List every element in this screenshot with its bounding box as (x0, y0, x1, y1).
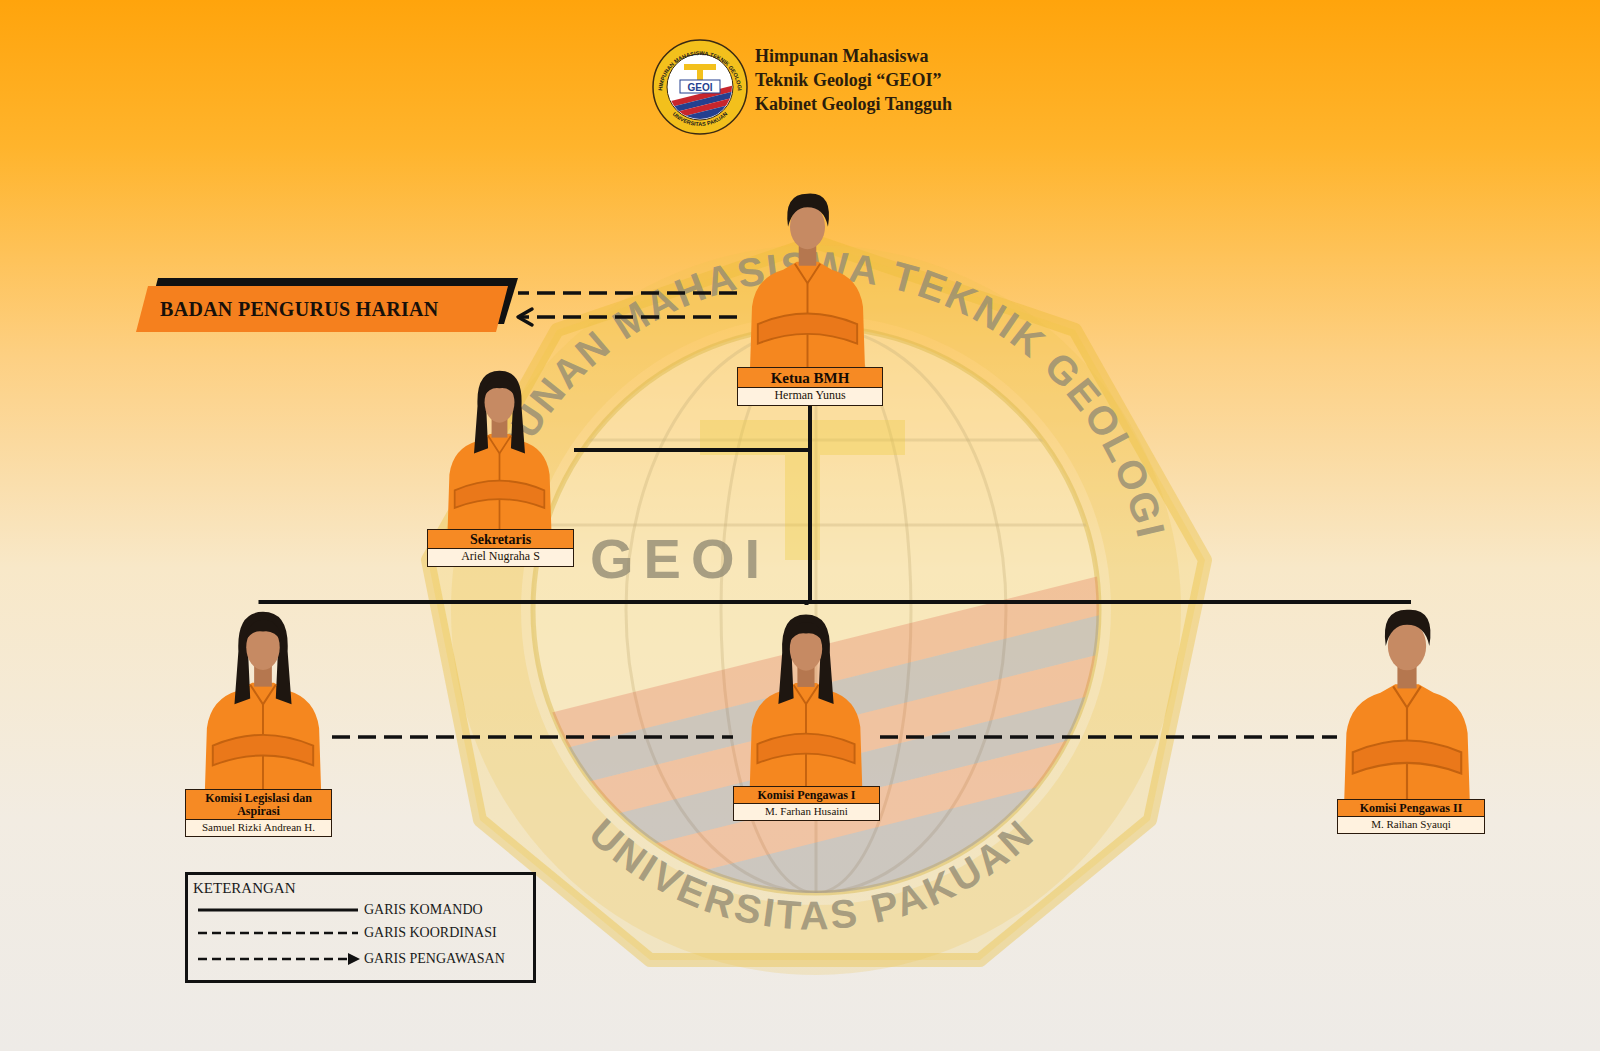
watermark-text: GEOI (590, 527, 770, 590)
logo-text: GEOI (687, 82, 712, 93)
member-name: M. Farhan Husaini (734, 803, 879, 820)
logo-ring (653, 40, 747, 134)
legend-row: GARIS KOORDINASI (194, 924, 529, 942)
photo-slot (1337, 602, 1485, 799)
member-box: Komisi Pengawas IIM. Raihan Syauqi (1337, 602, 1485, 834)
legend-line (198, 909, 358, 912)
legend-text: GARIS KOORDINASI (364, 924, 497, 942)
coordination-line (332, 737, 733, 738)
logo-hammer (684, 64, 716, 80)
watermark-text: UNIVERSITAS PAKUAN (581, 810, 1043, 937)
logo-stripes (659, 64, 743, 131)
legend-row: GARIS KOMANDO (194, 901, 529, 919)
coordination-line (880, 737, 1337, 738)
solid-connector (259, 406, 811, 602)
legend-text: GARIS KOMANDO (364, 901, 483, 919)
member-name: Herman Yunus (738, 387, 882, 405)
coordination-line (518, 293, 737, 294)
arrowhead (518, 309, 532, 325)
person-photo (750, 615, 862, 786)
watermark-text: UNIVERSITAS PAKUAN (581, 810, 1043, 937)
person-photo (750, 194, 865, 367)
role-title: Komisi Legislasi dan Aspirasi (186, 790, 331, 819)
member-box: Komisi Pengawas IM. Farhan Husaini (733, 605, 880, 821)
role-title: Komisi Pengawas II (1338, 800, 1484, 816)
header-logo: GEOI HIMPUNAN MAHASISWA TEKNIK GEOLOGI U… (653, 40, 747, 134)
header-text: Kabinet Geologi Tangguh (755, 94, 952, 115)
section-banner: BADAN PENGURUS HARIAN (136, 278, 518, 332)
logo-text: HIMPUNAN MAHASISWA TEKNIK GEOLOGI (657, 50, 743, 91)
member-box: SekretarisAriel Nugraha S (427, 362, 574, 567)
role-title: Sekretaris (428, 530, 573, 548)
dashed-connector (518, 315, 737, 319)
legend-sample (194, 901, 360, 919)
photo-slot (733, 605, 880, 786)
photo-slot (737, 182, 883, 367)
banner-title: BADAN PENGURUS HARIAN (136, 278, 439, 332)
member-name: Samuel Rizki Andrean H. (186, 819, 331, 836)
legend-text: GARIS PENGAWASAN (364, 950, 505, 968)
legend-row: GARIS PENGAWASAN (194, 950, 529, 968)
logo-text: UNIVERSITAS PAKUAN (672, 111, 729, 127)
photo-slot (427, 362, 574, 529)
coordination-line (518, 309, 737, 325)
legend-box: KETERANGAN GARIS KOMANDO GARIS KOORDINASI… (185, 872, 536, 983)
command-line (574, 406, 810, 450)
name-label: SekretarisAriel Nugraha S (427, 529, 574, 567)
command-line (259, 406, 811, 602)
header-text: Teknik Geologi “GEOI” (755, 70, 941, 91)
solid-connector (574, 406, 810, 450)
logo-text: UNIVERSITAS PAKUAN (672, 111, 729, 127)
stripe (663, 102, 743, 131)
name-label: Komisi Pengawas IIM. Raihan Syauqi (1337, 799, 1485, 834)
dashed-connector (880, 735, 1337, 739)
role-title: Ketua BMH (738, 368, 882, 387)
name-label: Komisi Legislasi dan AspirasiSamuel Rizk… (185, 789, 332, 837)
legend-arrowhead (348, 953, 360, 965)
watermark-stripes (463, 565, 1203, 977)
person-photo (205, 612, 321, 789)
legend-sample (194, 950, 360, 968)
dashed-connector (332, 735, 733, 739)
member-box: Komisi Legislasi dan AspirasiSamuel Rizk… (185, 602, 332, 837)
name-label: Ketua BMHHerman Yunus (737, 367, 883, 406)
name-label: Komisi Pengawas IM. Farhan Husaini (733, 786, 880, 821)
photo-slot (185, 602, 332, 789)
role-title: Komisi Pengawas I (734, 787, 879, 803)
legend-line (198, 958, 350, 961)
command-line (810, 406, 1411, 602)
dashed-connector (518, 291, 737, 295)
member-box: Ketua BMHHerman Yunus (737, 182, 883, 406)
person-photo (1344, 610, 1469, 799)
legend-title: KETERANGAN (193, 880, 296, 897)
solid-connector (810, 406, 1411, 602)
person-photo (448, 371, 552, 529)
logo-text: HIMPUNAN MAHASISWA TEKNIK GEOLOGI (657, 50, 743, 91)
legend-sample (194, 924, 360, 942)
logo-band (680, 80, 720, 93)
header-text: Himpunan Mahasiswa (755, 46, 929, 67)
legend-line (198, 932, 358, 935)
member-name: Ariel Nugraha S (428, 548, 573, 566)
member-name: M. Raihan Syauqi (1338, 816, 1484, 833)
